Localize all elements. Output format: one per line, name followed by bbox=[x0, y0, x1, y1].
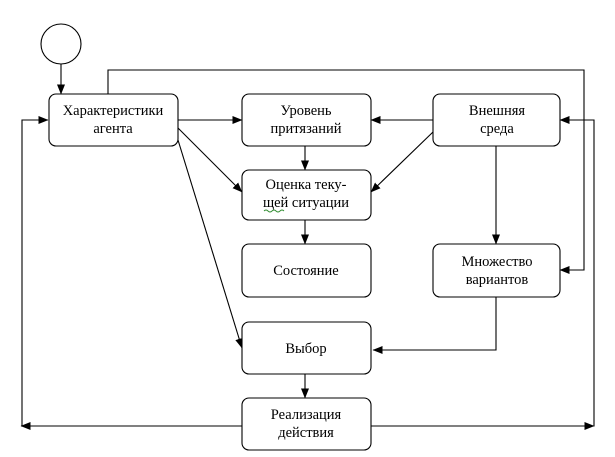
edge-environment-evaluation bbox=[370, 131, 434, 193]
node-choice-line1: Выбор bbox=[285, 341, 326, 357]
edge-agent-options bbox=[107, 69, 585, 274]
node-state-line1: Состояние bbox=[273, 263, 338, 279]
node-agent: Характеристики агента bbox=[48, 93, 179, 147]
spellcheck-underline bbox=[263, 209, 285, 213]
edge-options-choice bbox=[372, 297, 497, 354]
node-evaluation: Оценка теку- щей ситуации bbox=[241, 169, 372, 221]
node-options-line1: Множество bbox=[462, 254, 533, 270]
node-choice: Выбор bbox=[241, 321, 372, 375]
node-options: Множество вариантов bbox=[432, 243, 561, 298]
node-state: Состояние bbox=[241, 243, 372, 298]
node-action-line2: действия bbox=[278, 425, 334, 441]
node-agent-line2: агента bbox=[93, 121, 133, 137]
edge-action-environment-line bbox=[371, 116, 595, 427]
node-environment: Внешняя среда bbox=[432, 93, 561, 147]
edge-agent-evaluation bbox=[177, 127, 243, 193]
node-aspiration-line2: притязаний bbox=[270, 121, 341, 137]
node-action: Реализация действия bbox=[241, 397, 372, 451]
node-aspiration-line1: Уровень bbox=[280, 103, 331, 119]
node-action-line1: Реализация bbox=[271, 407, 342, 423]
node-aspiration: Уровень притязаний bbox=[241, 93, 372, 147]
node-evaluation-line1: Оценка теку- bbox=[265, 177, 346, 193]
edge-action-agent-line bbox=[21, 116, 242, 427]
start-circle bbox=[40, 23, 82, 65]
node-environment-line1: Внешняя bbox=[469, 103, 525, 119]
node-environment-line2: среда bbox=[480, 121, 514, 137]
node-agent-line1: Характеристики bbox=[63, 103, 164, 119]
edge-agent-choice bbox=[177, 139, 244, 349]
node-options-line2: вариантов bbox=[466, 272, 529, 288]
node-evaluation-line2: щей ситуации bbox=[263, 195, 349, 211]
edges bbox=[20, 64, 595, 430]
